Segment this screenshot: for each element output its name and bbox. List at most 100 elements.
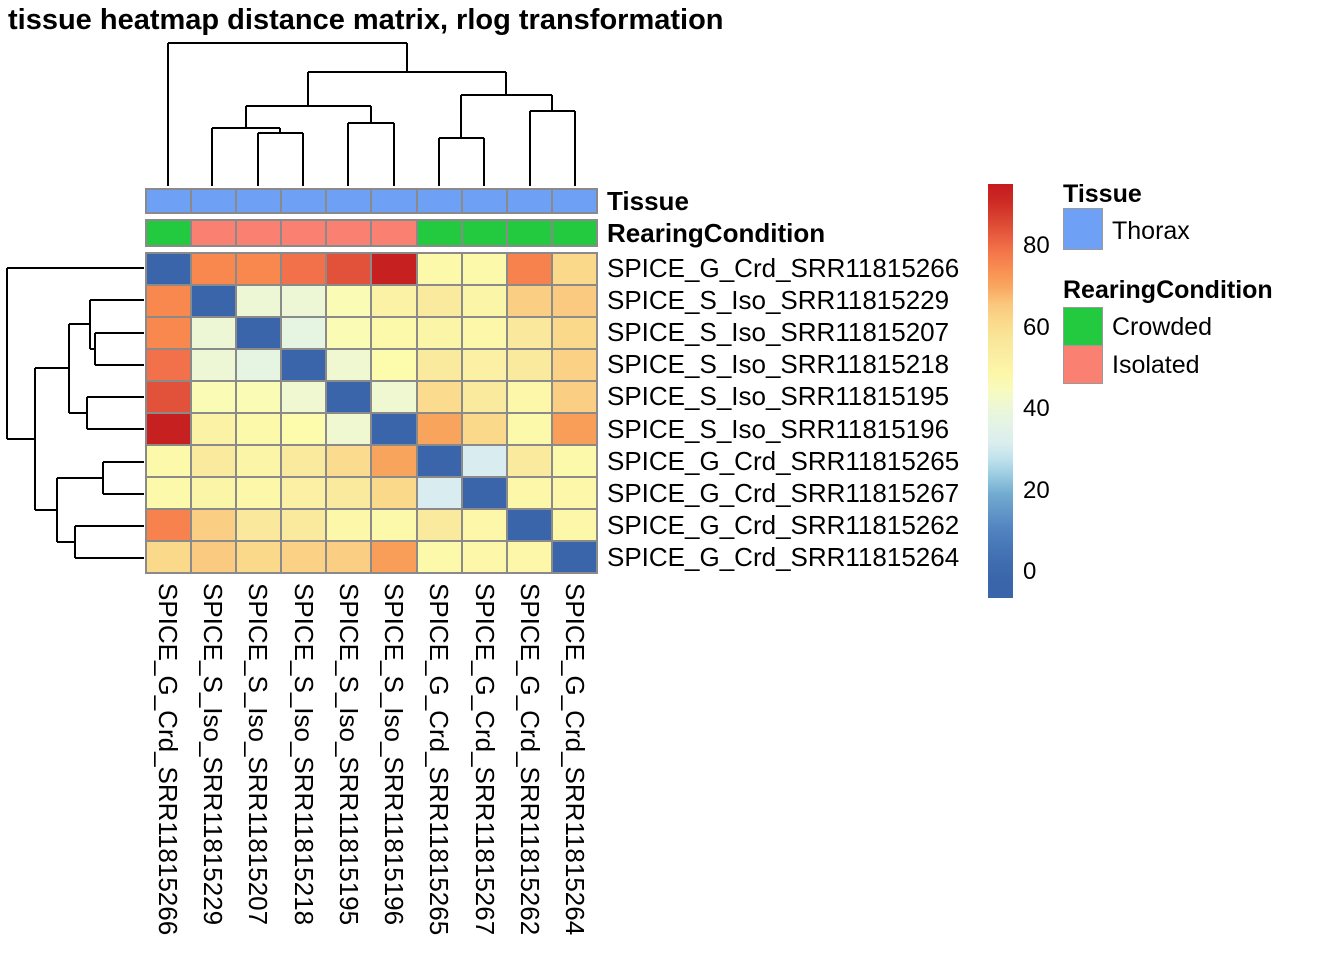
heatmap-cell (236, 445, 282, 477)
column-label: SPICE_G_Crd_SRR11815264 (560, 583, 591, 936)
annotation-cell (551, 189, 597, 213)
legend-isolated-swatch (1063, 345, 1103, 384)
rearing-condition-annotation-label: RearingCondition (607, 218, 826, 248)
colorbar (988, 184, 1013, 598)
column-label: SPICE_G_Crd_SRR11815266 (152, 583, 183, 936)
row-label: SPICE_S_Iso_SRR11815229 (607, 284, 950, 315)
heatmap-cell (506, 317, 552, 349)
heatmap-cell (461, 285, 507, 317)
heatmap-cell (146, 317, 192, 349)
annotation-cell (326, 220, 372, 246)
heatmap-cell (416, 317, 462, 349)
annotation-cell (146, 220, 192, 246)
heatmap-cell (326, 413, 372, 445)
heatmap-cell (146, 413, 192, 445)
row-label: SPICE_G_Crd_SRR11815264 (607, 542, 960, 573)
heatmap-cell (191, 541, 237, 573)
legend-isolated-label: Isolated (1112, 351, 1200, 379)
heatmap-cell (236, 349, 282, 381)
column-label: SPICE_S_Iso_SRR11815218 (288, 583, 319, 926)
heatmap-cell (506, 445, 552, 477)
annotation-cell (326, 189, 372, 213)
heatmap-cell (461, 349, 507, 381)
annotation-cell (461, 189, 507, 213)
annotation-cell (191, 189, 237, 213)
heatmap-cell (371, 509, 417, 541)
heatmap-cell (191, 477, 237, 509)
heatmap-cell (551, 509, 597, 541)
heatmap-cell (551, 349, 597, 381)
row-dendrogram (6, 267, 144, 559)
heatmap-cell (326, 381, 372, 413)
heatmap-cell (371, 445, 417, 477)
column-label: SPICE_S_Iso_SRR11815229 (197, 583, 228, 926)
heatmap-cell (506, 381, 552, 413)
heatmap-cell (326, 509, 372, 541)
heatmap-cell (416, 541, 462, 573)
colorbar-tick-label: 40 (1023, 395, 1050, 423)
heatmap-cell (236, 413, 282, 445)
heatmap-cell (551, 477, 597, 509)
heatmap-cell (191, 349, 237, 381)
heatmap-cell (281, 253, 327, 285)
row-label: SPICE_S_Iso_SRR11815207 (607, 316, 950, 347)
heatmap-cell (416, 477, 462, 509)
annotation-cell (416, 189, 462, 213)
heatmap-cell (146, 285, 192, 317)
row-label: SPICE_S_Iso_SRR11815196 (607, 413, 950, 444)
heatmap-cell (281, 349, 327, 381)
heatmap-cell (326, 541, 372, 573)
heatmap-cell (236, 285, 282, 317)
column-dendrogram (167, 42, 576, 186)
heatmap-cell (191, 317, 237, 349)
heatmap-cell (326, 477, 372, 509)
heatmap-cell (416, 253, 462, 285)
legend-thorax-label: Thorax (1112, 217, 1190, 245)
chart-title: tissue heatmap distance matrix, rlog tra… (8, 4, 724, 36)
heatmap-cell (461, 317, 507, 349)
heatmap-cell (326, 445, 372, 477)
column-label: SPICE_G_Crd_SRR11815262 (515, 583, 546, 936)
distance-matrix-heatmap (145, 252, 598, 574)
heatmap-cell (461, 541, 507, 573)
annotation-cell (236, 189, 282, 213)
heatmap-cell (416, 445, 462, 477)
heatmap-cell (506, 541, 552, 573)
heatmap-cell (416, 381, 462, 413)
annotation-cell (461, 220, 507, 246)
heatmap-cell (146, 541, 192, 573)
heatmap-cell (371, 477, 417, 509)
row-label: SPICE_G_Crd_SRR11815265 (607, 445, 960, 476)
heatmap-cell (191, 253, 237, 285)
heatmap-cell (506, 509, 552, 541)
rearing-condition-annotation-bar (145, 219, 598, 247)
tissue-annotation-label: Tissue (607, 186, 689, 216)
heatmap-cell (146, 445, 192, 477)
heatmap-cell (326, 253, 372, 285)
heatmap-cell (326, 349, 372, 381)
heatmap-cell (551, 381, 597, 413)
annotation-cell (146, 189, 192, 213)
heatmap-cell (506, 477, 552, 509)
heatmap-cell (416, 349, 462, 381)
heatmap-cell (281, 477, 327, 509)
annotation-cell (371, 189, 417, 213)
heatmap-cell (461, 413, 507, 445)
column-label: SPICE_S_Iso_SRR11815196 (379, 583, 410, 926)
tissue-annotation-bar (145, 188, 598, 214)
annotation-cell (371, 220, 417, 246)
heatmap-cell (506, 285, 552, 317)
heatmap-cell (551, 541, 597, 573)
heatmap-cell (281, 541, 327, 573)
annotation-cell (281, 220, 327, 246)
heatmap-cell (281, 445, 327, 477)
heatmap-cell (191, 445, 237, 477)
heatmap-cell (281, 381, 327, 413)
heatmap-cell (371, 541, 417, 573)
column-label: SPICE_S_Iso_SRR11815207 (243, 583, 274, 926)
colorbar-tick-label: 60 (1023, 313, 1050, 341)
legend-thorax-swatch (1063, 208, 1103, 250)
heatmap-cell (551, 445, 597, 477)
